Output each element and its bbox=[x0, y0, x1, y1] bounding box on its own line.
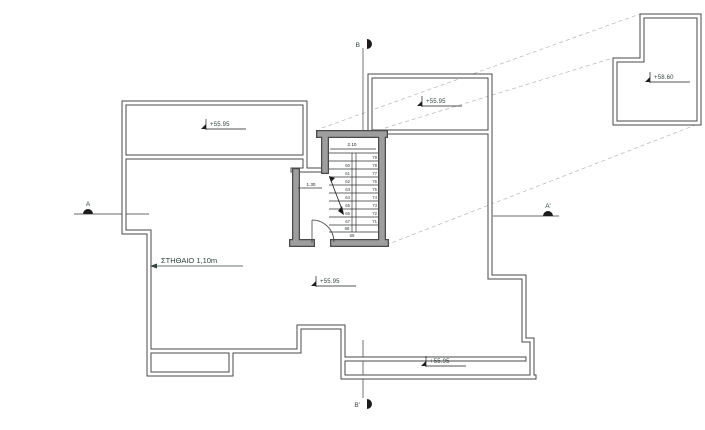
projection-dashed-line bbox=[385, 123, 699, 246]
bulkhead-wall-dark bbox=[612, 13, 702, 126]
level-value: +55.95 bbox=[430, 359, 450, 365]
arrowhead-icon bbox=[338, 206, 344, 215]
section-arrow-icon bbox=[543, 211, 553, 216]
stair-step-number: 69 bbox=[350, 233, 355, 238]
section-arrow-icon bbox=[367, 39, 372, 49]
parapet-walls bbox=[121, 73, 537, 380]
section-arrow-icon bbox=[83, 209, 93, 214]
stair-step-number: 76 bbox=[372, 179, 377, 184]
stair-step-numbers: 60 61 62 63 64 65 66 67 79 78 77 76 75 7… bbox=[345, 155, 378, 238]
level-flag-icon bbox=[417, 101, 422, 106]
section-label-a: A bbox=[86, 201, 91, 208]
level-markers: +55.95 +55.95 +55.95 +55.95 +58.60 bbox=[201, 72, 690, 367]
stair-step-number: 78 bbox=[372, 163, 377, 168]
level-value: +58.60 bbox=[654, 75, 674, 81]
stair-step-number: 73 bbox=[372, 203, 377, 208]
level-flag-icon bbox=[311, 281, 316, 286]
door-swing-arc bbox=[311, 219, 335, 243]
stair-step-number: 72 bbox=[372, 211, 377, 216]
stair-step-number: 79 bbox=[372, 155, 377, 160]
stair-direction-arrow bbox=[329, 176, 344, 215]
landing-depth-dimension: 1.30 bbox=[307, 182, 316, 187]
arrowhead-icon bbox=[329, 176, 335, 182]
stair-wall-fill bbox=[290, 131, 388, 246]
stair-step-number: 77 bbox=[372, 171, 377, 176]
stair-step-number: 65 bbox=[345, 203, 350, 208]
wall-outline-core bbox=[122, 74, 536, 379]
stair-step-number: 71 bbox=[372, 219, 377, 224]
level-value: +55.95 bbox=[426, 99, 446, 105]
leader-arrowhead-icon bbox=[150, 263, 157, 269]
arrow-shaft bbox=[329, 177, 344, 213]
stair-treads bbox=[298, 148, 378, 233]
stair-step-number: 67 bbox=[345, 219, 350, 224]
level-value: +55.95 bbox=[320, 279, 340, 285]
stair-width-dimension: 2.10 bbox=[348, 142, 357, 147]
stair-step-number: 68 bbox=[345, 226, 350, 231]
stair-step-number: 60 bbox=[345, 163, 350, 168]
bulkhead-wall-core bbox=[613, 14, 701, 125]
level-value: +55.95 bbox=[210, 122, 230, 128]
stairwell-walls bbox=[289, 130, 389, 247]
section-label-a-prime: A' bbox=[545, 203, 551, 210]
stair-step-number: 62 bbox=[345, 179, 350, 184]
wall-outline-dark bbox=[121, 73, 537, 380]
section-arrow-icon bbox=[367, 399, 372, 409]
tread-lines bbox=[329, 152, 378, 233]
parapet-label: ΣΤΗΘΑΙΟ 1,10m bbox=[161, 256, 217, 265]
section-label-b: B bbox=[356, 42, 360, 49]
projection-dashed-line bbox=[321, 13, 641, 129]
section-label-b-prime: B' bbox=[354, 402, 360, 409]
projection-dashed-lines bbox=[321, 13, 699, 246]
bulkhead-outline bbox=[612, 13, 702, 126]
level-flag-icon bbox=[421, 361, 426, 366]
stair-step-number: 64 bbox=[345, 195, 350, 200]
level-marker-bulkhead: +58.60 bbox=[645, 72, 690, 83]
stair-step-number: 75 bbox=[372, 187, 377, 192]
stair-door bbox=[311, 219, 335, 243]
stair-step-number: 63 bbox=[345, 187, 350, 192]
section-markers: B B' A A' bbox=[83, 39, 553, 409]
level-flag-icon bbox=[201, 124, 206, 129]
level-marker-top-left: +55.95 bbox=[201, 119, 246, 130]
stair-step-number: 74 bbox=[372, 195, 377, 200]
parapet-annotation: ΣΤΗΘΑΙΟ 1,10m bbox=[150, 256, 243, 269]
level-marker-main: +55.95 bbox=[311, 276, 356, 287]
level-marker-upper-right: +55.95 bbox=[417, 96, 462, 107]
projection-dashed-line bbox=[384, 57, 614, 129]
level-marker-bottom: +55.95 bbox=[421, 356, 466, 367]
level-flag-icon bbox=[645, 77, 650, 82]
stair-step-number: 61 bbox=[345, 171, 350, 176]
stair-step-number: 66 bbox=[345, 211, 350, 216]
